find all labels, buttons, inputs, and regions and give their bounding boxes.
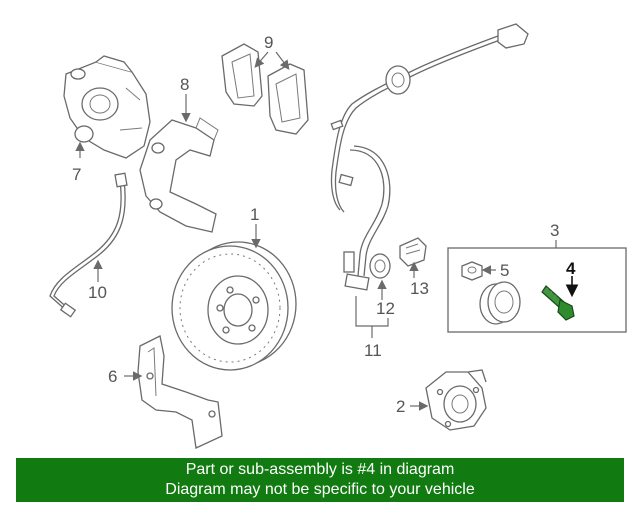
callout-5: 5: [500, 261, 509, 280]
callout-13: 13: [410, 279, 429, 298]
banner-line-1: Part or sub-assembly is #4 in diagram: [185, 461, 455, 478]
sensor-ring: [369, 253, 391, 279]
banner-line-2: Diagram may not be specific to your vehi…: [165, 481, 475, 498]
wheel-speed-sensor: [343, 145, 391, 291]
wheel-bearing: [479, 281, 521, 325]
brake-pads: [221, 43, 309, 135]
bearing-kit-box: [447, 247, 627, 333]
info-banner: Part or sub-assembly is #4 in diagram Di…: [16, 458, 624, 502]
sensor-clip: [399, 237, 427, 267]
wheel-bolt-highlighted: [541, 285, 575, 321]
callout-6: 6: [108, 367, 117, 386]
callout-3: 3: [550, 221, 559, 240]
caliper-carrier: [139, 117, 219, 233]
speed-sensor-harness: [330, 23, 529, 213]
callout-8: 8: [180, 75, 189, 94]
callout-4: 4: [566, 259, 576, 278]
callout-12: 12: [376, 299, 395, 318]
callout-10: 10: [88, 283, 107, 302]
parts-diagram: 7 8 9 10 1: [49, 23, 627, 449]
hub-nut: [461, 261, 483, 281]
brake-caliper: [63, 55, 151, 159]
callout-9: 9: [264, 33, 273, 52]
brake-hose: [49, 172, 128, 318]
callout-11: 11: [364, 341, 382, 360]
wheel-hub: [425, 369, 487, 431]
callout-2: 2: [396, 397, 405, 416]
brake-rotor: [171, 241, 297, 371]
callout-7: 7: [72, 165, 81, 184]
callout-1: 1: [250, 205, 259, 224]
splash-shield: [137, 335, 223, 449]
